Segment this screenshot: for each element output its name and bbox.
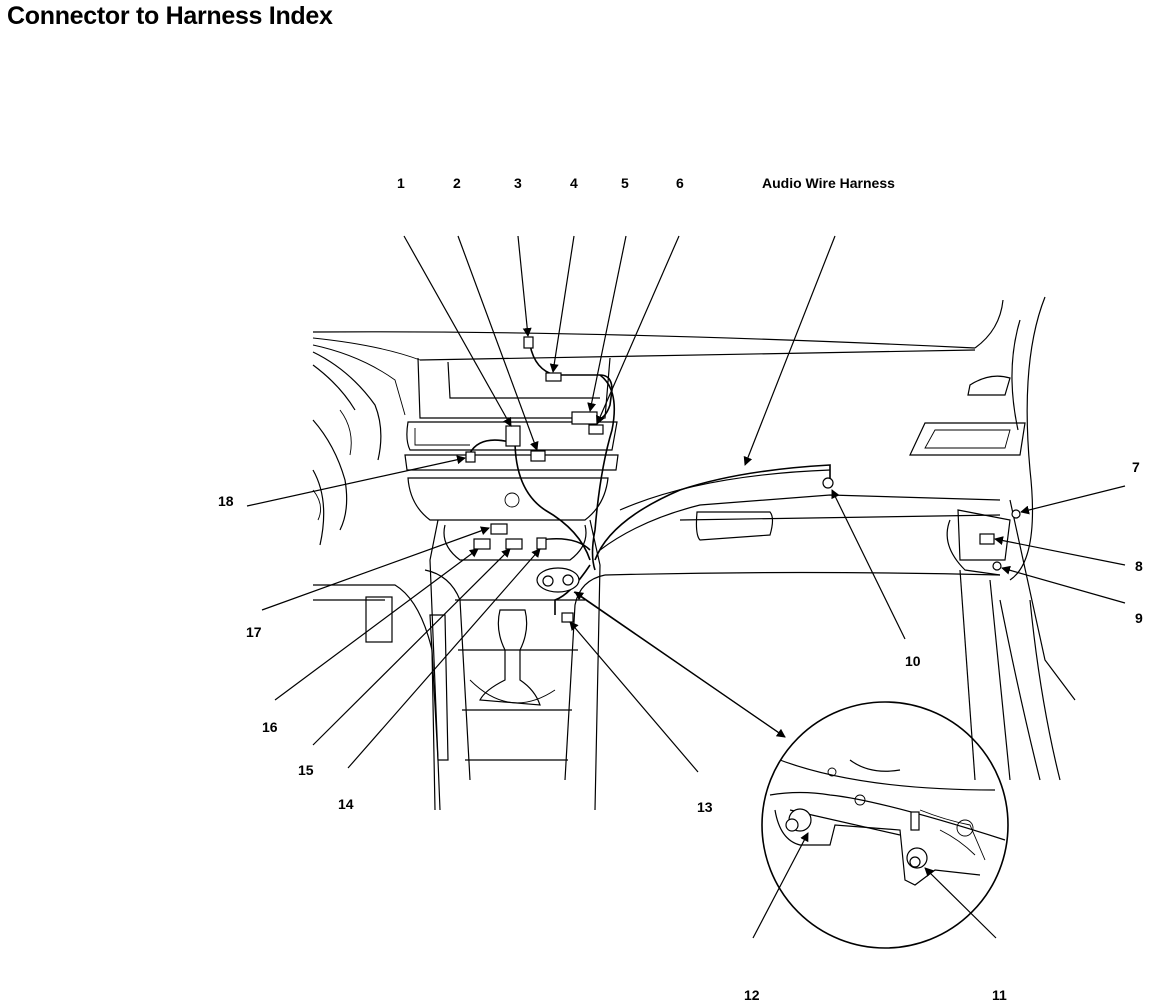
- connector-7: [1011, 509, 1021, 519]
- dashboard-outline: [312, 296, 1076, 811]
- connector-10: [822, 477, 834, 489]
- callout-13: 13: [697, 799, 713, 815]
- callout-audio-wire-harness: Audio Wire Harness: [762, 175, 895, 191]
- callout-7: 7: [1132, 459, 1140, 475]
- callout-11: 11: [992, 987, 1007, 1003]
- callout-9: 9: [1135, 610, 1143, 626]
- page-title: Connector to Harness Index: [7, 2, 333, 30]
- callout-2: 2: [453, 175, 461, 191]
- callout-15: 15: [298, 762, 314, 778]
- connector-9: [992, 561, 1002, 571]
- connector-1: [505, 425, 521, 447]
- connector-2: [530, 450, 546, 462]
- connector-15: [505, 538, 523, 550]
- callout-6: 6: [676, 175, 684, 191]
- connectors: [465, 336, 1021, 623]
- connector-13: [561, 612, 574, 623]
- connector-3: [523, 336, 534, 349]
- detail-magnified-view: [761, 701, 1009, 949]
- callout-1: 1: [397, 175, 405, 191]
- callout-18: 18: [218, 493, 234, 509]
- callout-3: 3: [514, 175, 522, 191]
- connector-17: [490, 523, 508, 535]
- callout-8: 8: [1135, 558, 1143, 574]
- callout-16: 16: [262, 719, 278, 735]
- callout-4: 4: [570, 175, 578, 191]
- connector-5: [571, 411, 598, 425]
- callout-17: 17: [246, 624, 262, 640]
- callout-10: 10: [905, 653, 921, 669]
- connector-4: [545, 372, 562, 382]
- callout-5: 5: [621, 175, 629, 191]
- connector-16: [473, 538, 491, 550]
- callout-12: 12: [744, 987, 760, 1003]
- connector-14: [536, 537, 547, 550]
- wire-harness: [469, 344, 831, 615]
- connector-6: [588, 424, 604, 435]
- leader-lines: [246, 235, 1126, 939]
- connector-8: [979, 533, 995, 545]
- connector-18: [465, 451, 476, 463]
- callout-14: 14: [338, 796, 354, 812]
